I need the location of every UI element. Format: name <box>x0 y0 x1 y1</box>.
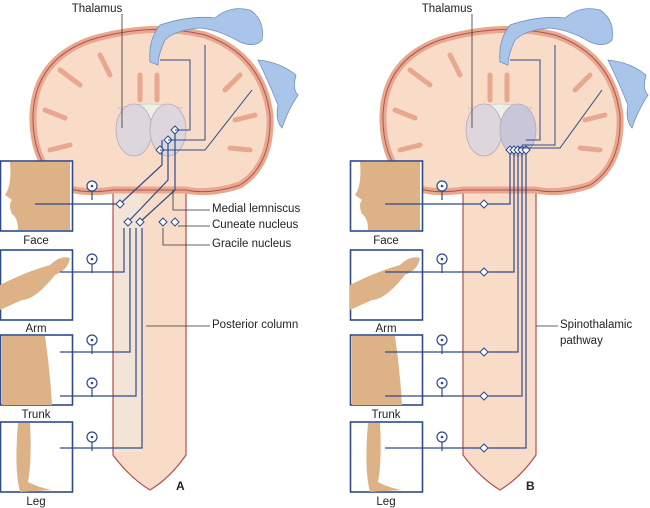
arm-illustration <box>0 257 70 310</box>
panel-letter-a: A <box>176 479 185 493</box>
sulcus <box>577 145 603 153</box>
synapse-diamond <box>135 217 145 227</box>
medial-lemniscus-label: Medial lemniscus <box>212 203 300 215</box>
spinothalamic-fiber <box>385 150 523 397</box>
face-illustration <box>355 162 420 230</box>
thalamocortical-fiber <box>510 59 541 141</box>
thalamus-left <box>115 103 153 157</box>
panel-letter-b: B <box>526 479 535 493</box>
synapse-diamond <box>479 347 489 357</box>
spinothalamic-label-line2: pathway <box>560 335 603 347</box>
sulcus <box>407 67 433 88</box>
posterior-column-region <box>114 190 142 452</box>
arm-label: Arm <box>25 323 46 335</box>
spinothalamic-fiber <box>385 150 515 273</box>
thalamocortical-fiber <box>168 45 206 141</box>
synapse-diamond <box>158 217 168 227</box>
face-label: Face <box>23 235 49 247</box>
thalamus-left <box>465 103 503 157</box>
sulcus <box>57 67 83 88</box>
ganglion-nucleus <box>90 338 94 342</box>
trunk-illustration <box>2 336 52 405</box>
ganglion-nucleus <box>90 381 94 385</box>
synapse-diamond <box>479 443 489 453</box>
sulcus <box>392 107 418 121</box>
ganglion-nucleus <box>90 435 94 439</box>
sulcus <box>582 112 608 123</box>
homunculus-face <box>257 59 299 129</box>
thalamocortical-fiber <box>518 89 603 149</box>
ganglion-nucleus <box>440 184 444 188</box>
sulcus <box>232 112 258 123</box>
panel-a-posterior-column <box>0 8 299 493</box>
posterior-column-fiber <box>60 228 137 397</box>
sulcus <box>447 52 463 78</box>
ganglion-nucleus <box>90 184 94 188</box>
leg-illustration <box>366 423 402 492</box>
leg-label: Leg <box>26 496 45 508</box>
synapse-diamond <box>479 199 489 209</box>
gracile-nucleus-label: Gracile nucleus <box>212 238 292 250</box>
posterior-column-fiber <box>60 228 143 449</box>
sulcus <box>42 107 68 121</box>
thalamocortical-fiber <box>522 45 556 146</box>
homunculus-face <box>607 59 649 129</box>
synapse-diamond <box>115 199 125 209</box>
ganglion-nucleus <box>440 338 444 342</box>
ganglion-nucleus <box>440 381 444 385</box>
ganglion-nucleus <box>90 257 94 261</box>
thalamocortical-fiber <box>160 89 253 151</box>
posterior-column-label: Posterior column <box>212 319 298 331</box>
arm-label-b: Arm <box>375 323 396 335</box>
spinothalamic-fiber <box>385 150 519 353</box>
ganglion-nucleus <box>440 435 444 439</box>
leg-box <box>349 421 424 493</box>
face-illustration <box>5 162 70 230</box>
motor-homunculus-body <box>149 8 263 66</box>
leg-box <box>0 421 74 493</box>
gracile-leader <box>162 228 210 246</box>
synapse-diamond <box>123 217 133 227</box>
synapse-diamond <box>479 267 489 277</box>
face-label-b: Face <box>373 235 399 247</box>
thalamocortical-fiber <box>160 59 191 131</box>
sulcus <box>397 142 423 153</box>
medial-lemniscus-leader <box>172 190 210 211</box>
medial-lemniscus-fiber <box>127 138 169 223</box>
ganglion-nucleus <box>440 257 444 261</box>
posterior-column-fiber <box>60 228 125 273</box>
synapse-diamond <box>479 391 489 401</box>
sulcus <box>47 142 73 153</box>
spinothalamic-fiber <box>385 150 511 205</box>
sulcus <box>227 145 253 153</box>
sulcus <box>97 52 113 78</box>
panel-b-spinothalamic <box>349 8 649 493</box>
leg-illustration <box>16 423 52 492</box>
leg-label-b: Leg <box>376 496 395 508</box>
sulcus <box>222 72 243 93</box>
trunk-label: Trunk <box>22 409 51 421</box>
sulcus <box>572 72 593 93</box>
trunk-label-b: Trunk <box>372 409 401 421</box>
thalamus-label: Thalamus <box>72 3 123 15</box>
spinothalamic-fiber <box>385 150 527 449</box>
posterior-column-fiber <box>60 228 131 353</box>
cuneate-nucleus-label: Cuneate nucleus <box>212 219 299 231</box>
motor-homunculus-body <box>499 8 613 66</box>
spinothalamic-label-line1: Spinothalamic <box>560 319 632 331</box>
spinal-cord <box>462 184 537 491</box>
synapse-diamond <box>170 217 180 227</box>
thalamus-label-b: Thalamus <box>422 3 473 15</box>
arm-illustration <box>350 257 420 310</box>
trunk-illustration <box>352 336 402 405</box>
